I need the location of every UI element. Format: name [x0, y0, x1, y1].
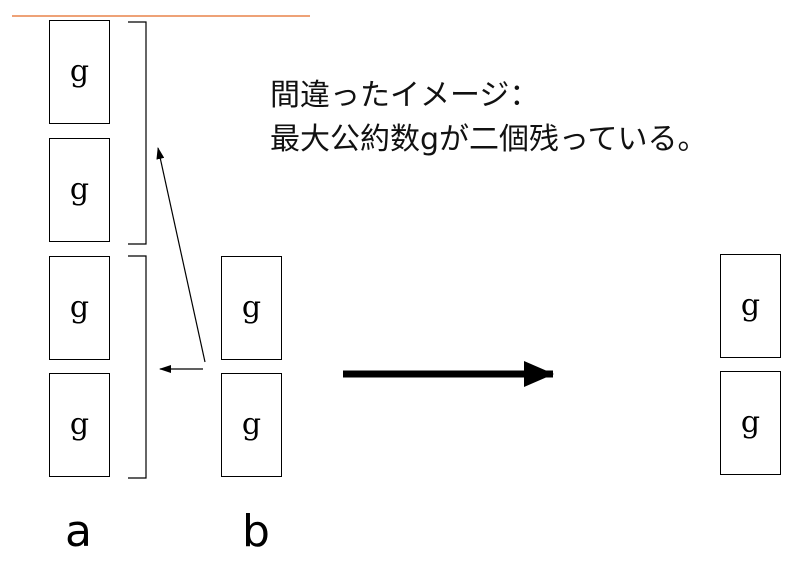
block-a-4-label: g [69, 407, 90, 442]
block-b-1-label: g [241, 290, 262, 325]
caption-line-2: 最大公約数gが二個残っている。 [270, 122, 708, 157]
caption-line-1: 間違ったイメージ： [270, 78, 540, 113]
block-a-3: g [49, 256, 110, 360]
block-a-1: g [49, 20, 110, 124]
bracket-upper [128, 21, 147, 245]
block-a-2-label: g [69, 172, 90, 207]
block-a-4: g [49, 373, 110, 477]
block-a-1-label: g [69, 54, 90, 89]
block-b-2-label: g [241, 407, 262, 442]
block-result-2: g [720, 371, 781, 475]
bracket-lower [128, 255, 147, 479]
label-a: a [65, 506, 92, 557]
block-b-1: g [221, 256, 282, 360]
block-result-1: g [720, 254, 781, 358]
block-a-3-label: g [69, 290, 90, 325]
block-result-1-label: g [740, 288, 761, 323]
label-b: b [242, 506, 270, 557]
block-b-2: g [221, 373, 282, 477]
block-result-2-label: g [740, 405, 761, 440]
arrow-diagonal-up [156, 147, 206, 363]
block-a-2: g [49, 138, 110, 242]
caption: 間違ったイメージ： 最大公約数gが二個残っている。 [270, 74, 708, 162]
